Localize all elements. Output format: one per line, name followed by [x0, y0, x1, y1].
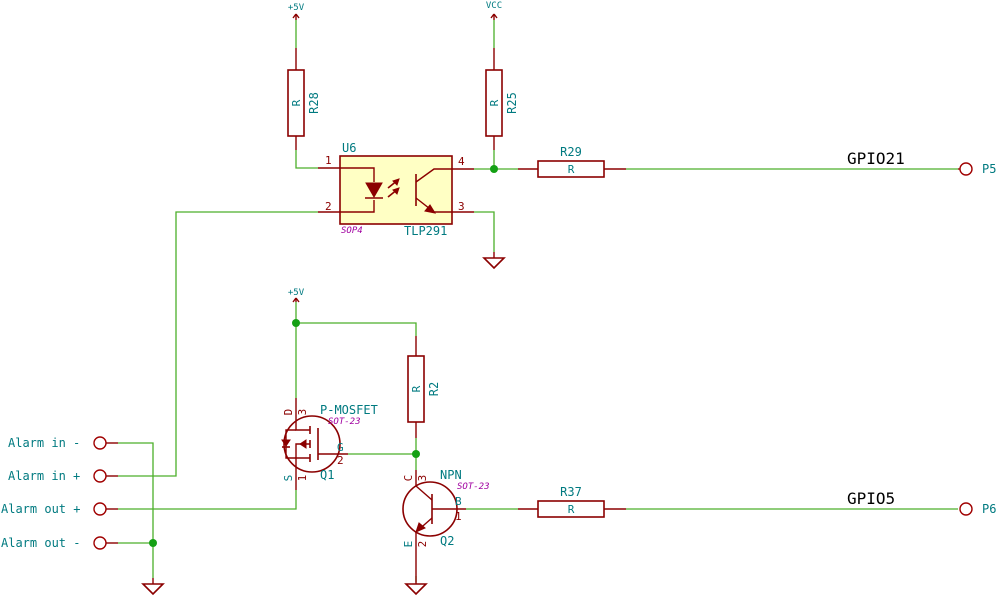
- power-5v-q1: +5V: [288, 288, 305, 303]
- port-alarm-out-plus[interactable]: Alarm out +: [1, 502, 118, 516]
- wire-5v-r2: [296, 322, 417, 336]
- resistor-ref: R25: [505, 92, 519, 114]
- pin-letter: S: [282, 475, 295, 482]
- port-alarm-out-minus[interactable]: Alarm out -: [1, 536, 118, 550]
- pin-number: 3: [458, 200, 465, 213]
- port-label: Alarm in -: [8, 436, 80, 450]
- resistor-ref: R37: [560, 485, 582, 499]
- power-label: +5V: [288, 288, 305, 298]
- resistor-r28[interactable]: R R28: [287, 48, 321, 150]
- resistor-value: R: [290, 99, 303, 106]
- junction-gnd: [149, 539, 157, 547]
- pin-number: 3: [416, 475, 429, 482]
- ground-icon: [482, 257, 506, 270]
- port-label: P6: [982, 502, 996, 516]
- port-label: Alarm in +: [8, 469, 80, 483]
- resistor-r29[interactable]: R R29: [518, 145, 626, 178]
- wire-alarm-in-minus: [118, 442, 154, 578]
- resistor-ref: R29: [560, 145, 582, 159]
- resistor-r25[interactable]: R R25: [485, 48, 519, 150]
- optocoupler-u6[interactable]: 1 2 3 4 U6 SOP4 TLP291: [318, 141, 474, 238]
- net-label-gpio5: GPIO5: [847, 489, 895, 508]
- transistor-arrow-icon: [424, 204, 437, 214]
- power-label: +5V: [288, 3, 305, 13]
- package-label: SOT-23: [328, 417, 361, 427]
- resistor-ref: R28: [307, 92, 321, 114]
- pin-letter: E: [402, 541, 415, 548]
- component-ref: U6: [342, 141, 356, 155]
- pin-number: 2: [416, 541, 429, 548]
- component-value: TLP291: [404, 224, 447, 238]
- component-ref: Q2: [440, 534, 454, 548]
- net-label-gpio21: GPIO21: [847, 149, 905, 168]
- resistor-r37[interactable]: R R37: [518, 485, 626, 518]
- power-vcc-r25: VCC: [486, 1, 502, 20]
- pin-number: 1: [455, 510, 462, 523]
- resistor-r2[interactable]: R R2: [407, 336, 441, 438]
- resistor-value: R: [568, 163, 575, 176]
- pin-number: 1: [325, 154, 332, 167]
- mosfet-q1[interactable]: D 3 G 2 S 1 P-MOSFET SOT-23 Q1: [281, 398, 378, 490]
- wire-u6-pin3-gnd: [474, 211, 495, 252]
- pin-number: 4: [458, 155, 465, 168]
- wires: [118, 20, 958, 582]
- ground-icon: [404, 583, 428, 596]
- ground-icon: [141, 583, 165, 596]
- component-value: P-MOSFET: [320, 403, 378, 417]
- transistor-arrow-icon: [415, 522, 426, 533]
- pin-letter: G: [337, 441, 344, 454]
- junction-gate: [412, 450, 420, 458]
- port-alarm-in-minus[interactable]: Alarm in -: [8, 436, 118, 450]
- pin-letter: D: [282, 409, 295, 416]
- junction-r25-r29: [490, 165, 498, 173]
- wire-q1-source-alarm-out: [118, 490, 297, 510]
- component-value: NPN: [440, 468, 462, 482]
- transistor-q2[interactable]: C 3 B 1 E 2 NPN SOT-23 Q2: [402, 468, 490, 580]
- power-label: VCC: [486, 1, 502, 11]
- resistor-value: R: [410, 385, 423, 392]
- port-label: Alarm out -: [1, 536, 80, 550]
- pin-letter: C: [402, 475, 415, 482]
- pin-letter: B: [455, 495, 462, 508]
- package-label: SOP4: [341, 226, 363, 236]
- port-label: Alarm out +: [1, 502, 80, 516]
- junction-5v-r2: [292, 319, 300, 327]
- mosfet-arrow-icon: [299, 439, 307, 449]
- power-5v-r28: +5V: [288, 3, 305, 20]
- port-label: P5: [982, 162, 996, 176]
- resistor-value: R: [568, 503, 575, 516]
- component-ref: Q1: [320, 468, 334, 482]
- wire-u6-pin2-alarm-in: [118, 211, 318, 477]
- port-alarm-in-plus[interactable]: Alarm in +: [8, 469, 118, 483]
- port-p6[interactable]: P6: [959, 502, 996, 516]
- resistor-ref: R2: [427, 382, 441, 396]
- pin-number: 1: [296, 475, 309, 482]
- package-label: SOT-23: [457, 482, 490, 492]
- pin-number: 3: [296, 409, 309, 416]
- pin-number: 2: [325, 200, 332, 213]
- wire-r28-u6-pin1: [295, 150, 318, 169]
- pin-number: 2: [337, 454, 344, 467]
- port-p5[interactable]: P5: [958, 162, 996, 176]
- led-diode-icon: [365, 182, 383, 199]
- resistor-value: R: [488, 99, 501, 106]
